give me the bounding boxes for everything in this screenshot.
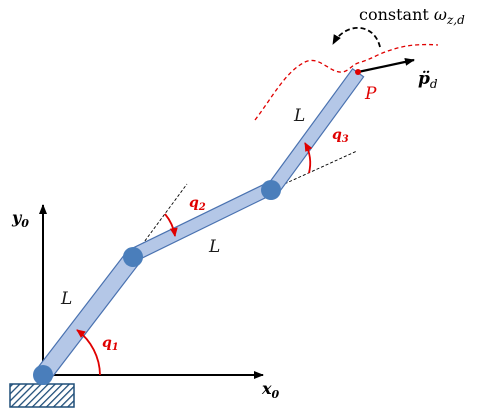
x-axis-label: x0 [261,379,280,401]
acceleration-arrow [357,57,415,74]
end-effector-point [355,69,361,75]
link1-length-label: L [60,289,72,309]
link-3 [265,67,365,196]
q1-label: q1 [102,335,119,353]
link2-length-label: L [208,237,220,257]
point-p-label: P [364,84,377,104]
link-2 [129,181,275,262]
joint-3 [261,180,281,200]
y-axis-label: y0 [11,208,29,230]
joint-base [33,365,53,385]
q2-label: q2 [189,195,206,213]
q2-angle-arc [164,213,178,237]
q1-angle-arc [76,329,101,376]
rotation-arrow [332,27,381,48]
link-1 [35,251,141,382]
base-block [9,383,75,408]
acceleration-label: p̈d [418,69,438,91]
q3-label: q3 [332,127,349,145]
q3-angle-arc [304,142,313,174]
joint-2 [123,247,143,267]
link3-length-label: L [293,106,305,126]
constant-omega-label: constant ωz,d [359,5,465,27]
end-effector-trajectory [254,43,439,121]
